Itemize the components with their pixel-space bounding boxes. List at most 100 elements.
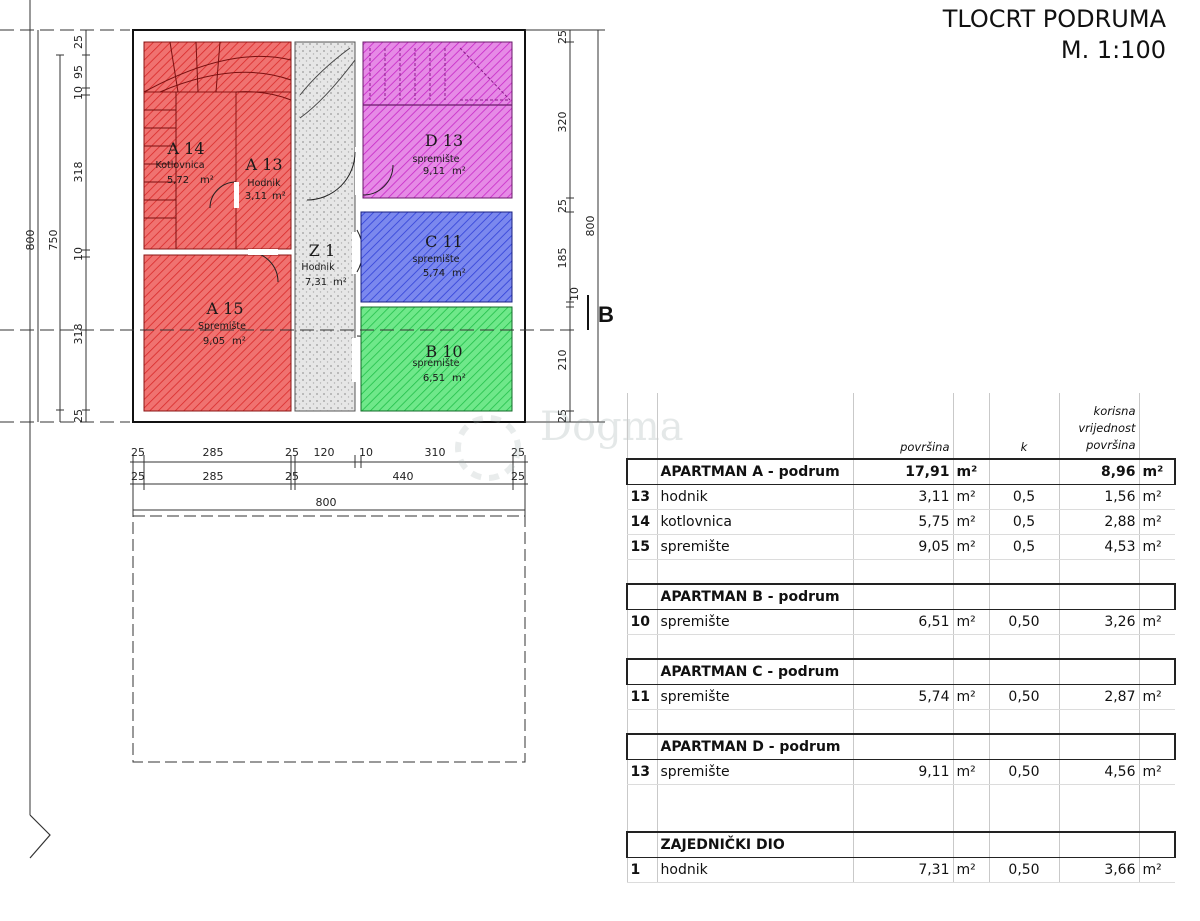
row-name: kotlovnica xyxy=(656,509,853,535)
group-title: APARTMAN A - podrum xyxy=(656,458,853,485)
room-a14-name: Kotlovnica xyxy=(155,160,204,171)
row-name: spremište xyxy=(656,609,853,635)
dim-left-seg-5: 10 xyxy=(72,247,85,261)
dim-right-seg-2: 320 xyxy=(556,112,569,133)
room-z1-area: 7,31 xyxy=(305,277,327,288)
room-a15-name: Spremište xyxy=(198,321,246,332)
table-spacer xyxy=(626,559,1175,584)
dim-bottom1-seg-3: 25 xyxy=(285,446,299,459)
row-name: hodnik xyxy=(656,484,853,510)
dim-left-seg-3: 10 xyxy=(72,86,85,100)
dim-bottom2-seg-3: 25 xyxy=(285,470,299,483)
left-dimension-labels: 800 750 25 95 10 318 10 318 25 xyxy=(24,35,85,423)
table-spacer xyxy=(626,784,1175,808)
row-useful: 2,88 xyxy=(1058,509,1139,535)
header-useful-line3: površina xyxy=(1086,438,1136,452)
room-b10-unit: m² xyxy=(452,373,466,384)
left-dimension-lines xyxy=(37,29,90,423)
header-area: površina xyxy=(852,393,953,459)
row-useful-unit: m² xyxy=(1138,534,1175,560)
row-useful: 3,26 xyxy=(1058,609,1139,635)
group-useful-total: 8,96 xyxy=(1058,458,1139,485)
row-useful: 1,56 xyxy=(1058,484,1139,510)
row-name: spremište xyxy=(656,759,853,785)
row-k: 0,50 xyxy=(988,759,1059,785)
dim-bottom2-seg-4: 440 xyxy=(393,470,414,483)
row-name: spremište xyxy=(656,684,853,710)
apartment-a-rooms xyxy=(143,41,292,412)
room-a13-id: A 13 xyxy=(245,155,283,174)
table-row: 13 spremište 9,11 m² 0,50 4,56 m² xyxy=(626,759,1175,785)
bottom-dimension-lines xyxy=(130,455,528,516)
upper-floor-outline xyxy=(132,515,526,763)
row-area: 9,11 xyxy=(852,759,953,785)
room-d13-id: D 13 xyxy=(425,131,463,150)
row-unit: m² xyxy=(952,684,989,710)
title-block: TLOCRT PODRUMA M. 1:100 xyxy=(943,4,1166,66)
dim-left-750: 750 xyxy=(47,230,60,251)
dim-left-seg-4: 318 xyxy=(72,162,85,183)
plan-title: TLOCRT PODRUMA xyxy=(942,5,1166,33)
room-b10-name: spremište xyxy=(413,358,460,369)
row-k: 0,50 xyxy=(988,609,1059,635)
row-unit: m² xyxy=(952,484,989,510)
group-total-unit: m² xyxy=(952,458,989,485)
table-spacer xyxy=(626,808,1175,832)
header-useful-line1: korisna xyxy=(1093,404,1136,418)
room-a15-unit: m² xyxy=(232,336,246,347)
room-d13-unit: m² xyxy=(452,166,466,177)
group-header-apartman-d: APARTMAN D - podrum xyxy=(626,733,1176,760)
room-d13-area: 9,11 xyxy=(423,166,445,177)
row-area: 9,05 xyxy=(852,534,953,560)
group-title: APARTMAN B - podrum xyxy=(656,583,853,610)
group-header-apartman-b: APARTMAN B - podrum xyxy=(626,583,1176,610)
room-a13-area: 3,11 xyxy=(245,191,267,202)
row-useful-unit: m² xyxy=(1138,857,1175,883)
room-c11-id: C 11 xyxy=(425,232,463,251)
row-unit: m² xyxy=(952,534,989,560)
common-corridor xyxy=(294,41,398,412)
group-useful-unit: m² xyxy=(1138,458,1176,485)
row-useful-unit: m² xyxy=(1138,484,1175,510)
dim-right-seg-5: 10 xyxy=(568,287,581,301)
row-no: 1 xyxy=(626,857,657,883)
table-spacer xyxy=(626,634,1175,659)
row-area: 7,31 xyxy=(852,857,953,883)
row-unit: m² xyxy=(952,609,989,635)
dim-left-seg-6: 318 xyxy=(72,324,85,345)
dim-right-seg-1: 25 xyxy=(556,30,569,44)
row-k: 0,5 xyxy=(988,484,1059,510)
table-row: 1 hodnik 7,31 m² 0,50 3,66 m² xyxy=(626,857,1175,883)
apartment-b-room xyxy=(360,306,513,412)
bottom-dimension-labels: 25 285 25 120 10 310 25 25 285 25 440 25… xyxy=(131,446,525,509)
group-title: APARTMAN D - podrum xyxy=(656,733,853,760)
row-useful: 4,56 xyxy=(1058,759,1139,785)
table-row: 15 spremište 9,05 m² 0,5 4,53 m² xyxy=(626,534,1175,560)
group-total: 17,91 xyxy=(852,458,953,485)
table-row: 10 spremište 6,51 m² 0,50 3,26 m² xyxy=(626,609,1175,635)
row-no: 10 xyxy=(626,609,657,635)
table-row: 13 hodnik 3,11 m² 0,5 1,56 m² xyxy=(626,484,1175,510)
section-line: B xyxy=(0,295,614,331)
room-b10-area: 6,51 xyxy=(423,373,445,384)
header-useful-line2: vrijednost xyxy=(1078,421,1136,435)
dim-right-seg-6: 210 xyxy=(556,350,569,371)
row-area: 6,51 xyxy=(852,609,953,635)
row-area: 3,11 xyxy=(852,484,953,510)
room-c11-area: 5,74 xyxy=(423,268,445,279)
group-title: APARTMAN C - podrum xyxy=(656,658,853,685)
group-title: ZAJEDNIČKI DIO xyxy=(656,831,853,858)
dim-left-seg-7: 25 xyxy=(72,409,85,423)
row-no: 14 xyxy=(626,509,657,535)
row-no: 15 xyxy=(626,534,657,560)
group-header-apartman-a: APARTMAN A - podrum 17,91 m² 8,96 m² xyxy=(626,458,1176,485)
row-no: 13 xyxy=(626,484,657,510)
area-table-wrapper: površina k korisna vrijednost površina A… xyxy=(626,393,1176,883)
dim-bottom1-seg-2: 285 xyxy=(203,446,224,459)
row-useful: 4,53 xyxy=(1058,534,1139,560)
row-area: 5,74 xyxy=(852,684,953,710)
row-k: 0,5 xyxy=(988,534,1059,560)
header-useful: korisna vrijednost površina xyxy=(1058,393,1139,459)
right-dimension-lines xyxy=(525,29,605,423)
